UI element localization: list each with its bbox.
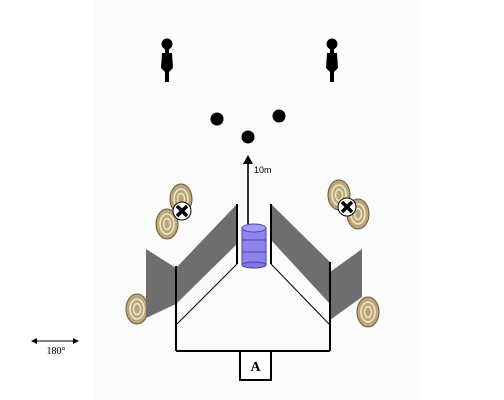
- wall-left-outer: [146, 249, 176, 318]
- shooting-area-boundary: [175, 263, 331, 326]
- wall-right-inner: [271, 204, 330, 304]
- no-shoot-icon: [337, 197, 357, 217]
- distance-label: 10m: [254, 165, 272, 175]
- paper-target-icon: [356, 296, 380, 328]
- steel-plate-icon: [210, 112, 224, 126]
- stage-area: [94, 0, 420, 400]
- barrel-icon: [241, 223, 267, 269]
- start-box: [239, 350, 272, 381]
- safe-angle-label: 180°: [46, 346, 66, 357]
- fault-lines: [175, 204, 331, 352]
- double-arrow-icon: [31, 338, 79, 344]
- paper-target-icon: [125, 293, 149, 325]
- wall-right-outer: [330, 249, 362, 320]
- steel-plate-icon: [272, 109, 286, 123]
- start-box-label: A: [250, 360, 261, 375]
- popper-icon: [326, 38, 338, 82]
- no-shoot-icon: [172, 201, 192, 221]
- popper-icon: [161, 38, 173, 82]
- steel-plate-icon: [241, 130, 255, 144]
- arrow-icon: [243, 155, 253, 224]
- wall-left-inner: [176, 204, 237, 304]
